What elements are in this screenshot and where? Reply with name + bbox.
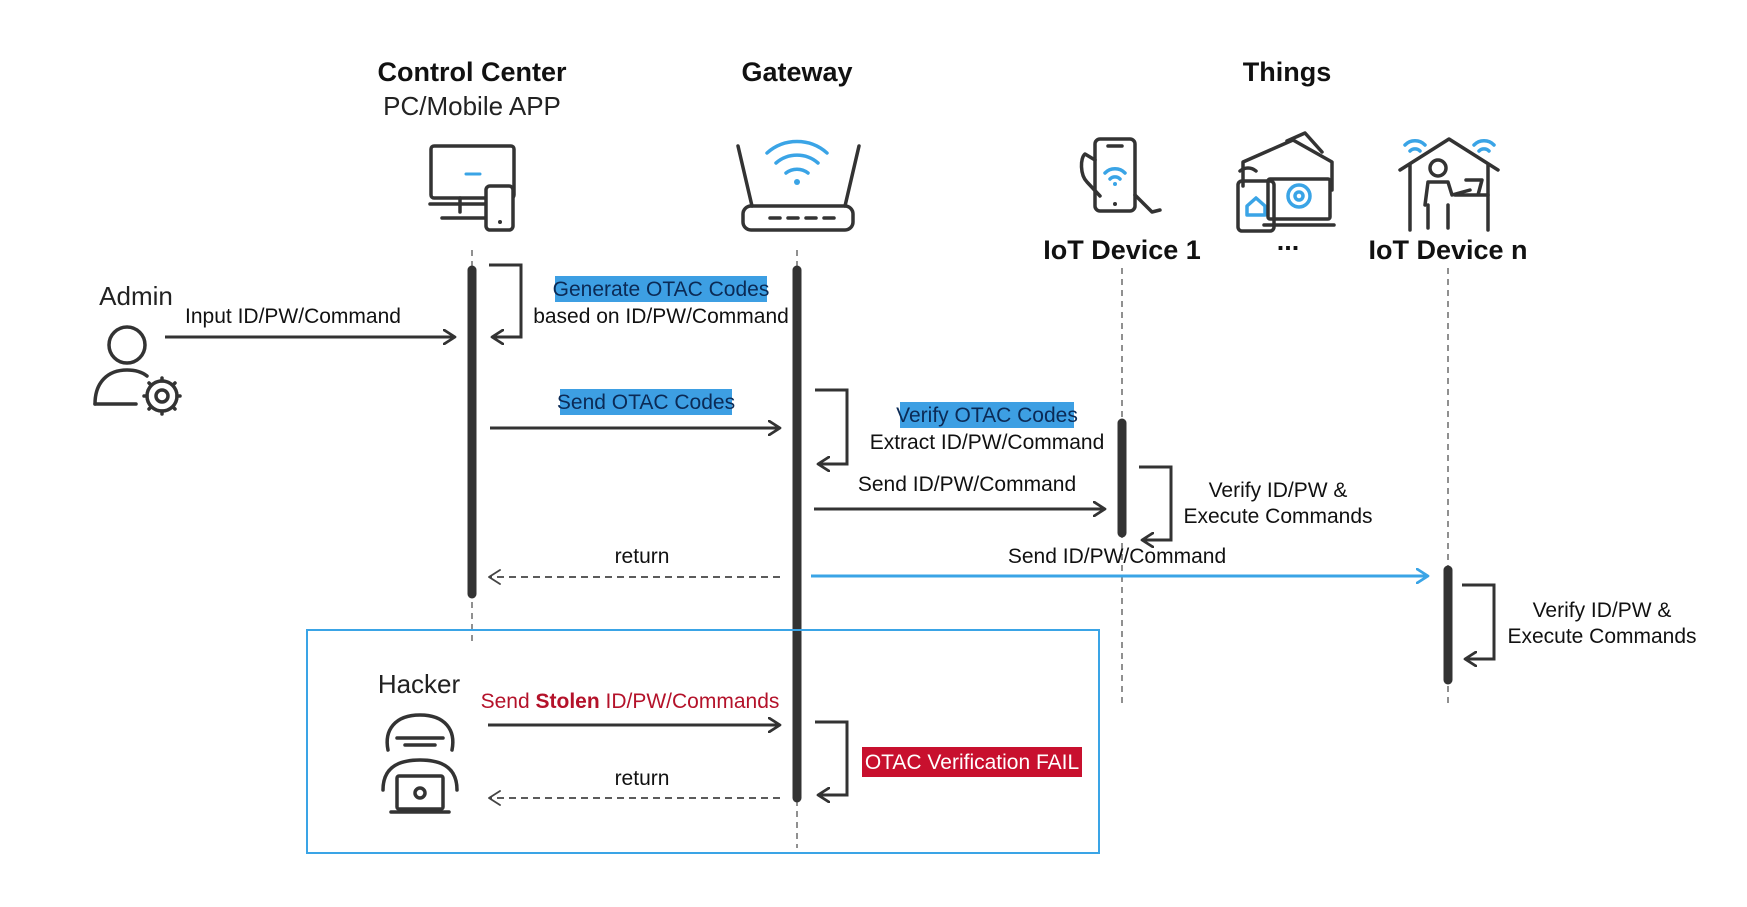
verify-otac-sublabel: Extract ID/PW/Command	[870, 431, 1105, 454]
send-otac-highlight	[560, 389, 732, 415]
gateway-title: Gateway	[741, 57, 852, 87]
send-otac-label: Send OTAC Codes	[557, 391, 735, 414]
smartphone-wifi-icon	[1079, 137, 1162, 214]
things-title: Things	[1243, 57, 1332, 87]
generate-otac-label: Generate OTAC Codes	[553, 278, 770, 301]
otac-fail-label: OTAC Verification FAIL	[865, 751, 1079, 774]
return-label-1: return	[615, 545, 670, 568]
verify-execute-device1-line2: Execute Commands	[1183, 505, 1372, 528]
verify-execute-device1-line1: Verify ID/PW &	[1209, 479, 1348, 502]
generate-otac-sublabel: based on ID/PW/Command	[533, 305, 789, 328]
return-label-2: return	[615, 767, 670, 790]
control-center-title: Control Center	[378, 57, 567, 87]
generate-otac-selfcall-arrow	[489, 263, 523, 337]
smart-home-user-icon	[1398, 137, 1500, 232]
verify-otac-label: Verify OTAC Codes	[896, 404, 1078, 427]
verify-execute-device1-arrow	[1139, 465, 1173, 540]
hacker-scenario-box	[306, 629, 1100, 854]
things-ellipsis: ...	[1277, 226, 1300, 256]
otac-fail-selfcall-arrow	[815, 720, 849, 795]
verify-execute-devicen-line1: Verify ID/PW &	[1533, 599, 1672, 622]
control-center-subtitle: PC/Mobile APP	[383, 91, 561, 121]
verify-otac-highlight	[900, 402, 1074, 428]
iot-device-1-label: IoT Device 1	[1043, 235, 1201, 265]
input-command-label: Input ID/PW/Command	[185, 305, 401, 328]
hacker-send-label: Send Stolen ID/PW/Commands	[481, 690, 780, 713]
verify-execute-devicen-line2: Execute Commands	[1507, 625, 1696, 648]
hacker-laptop-icon	[381, 713, 459, 814]
admin-user-gear-icon	[93, 325, 182, 416]
send-id-devicen-label: Send ID/PW/Command	[1008, 545, 1226, 568]
verify-otac-selfcall-arrow	[815, 388, 849, 464]
send-id-device1-label: Send ID/PW/Command	[858, 473, 1076, 496]
iot-device-n-label: IoT Device n	[1368, 235, 1527, 265]
admin-label: Admin	[99, 281, 173, 311]
verify-execute-devicen-arrow	[1462, 583, 1496, 659]
generate-otac-highlight	[555, 276, 767, 302]
wifi-router-icon	[736, 139, 861, 232]
hacker-label: Hacker	[378, 669, 461, 699]
otac-fail-highlight	[862, 747, 1082, 777]
smart-home-devices-icon	[1236, 131, 1336, 233]
computer-and-phone-icon	[428, 144, 516, 232]
